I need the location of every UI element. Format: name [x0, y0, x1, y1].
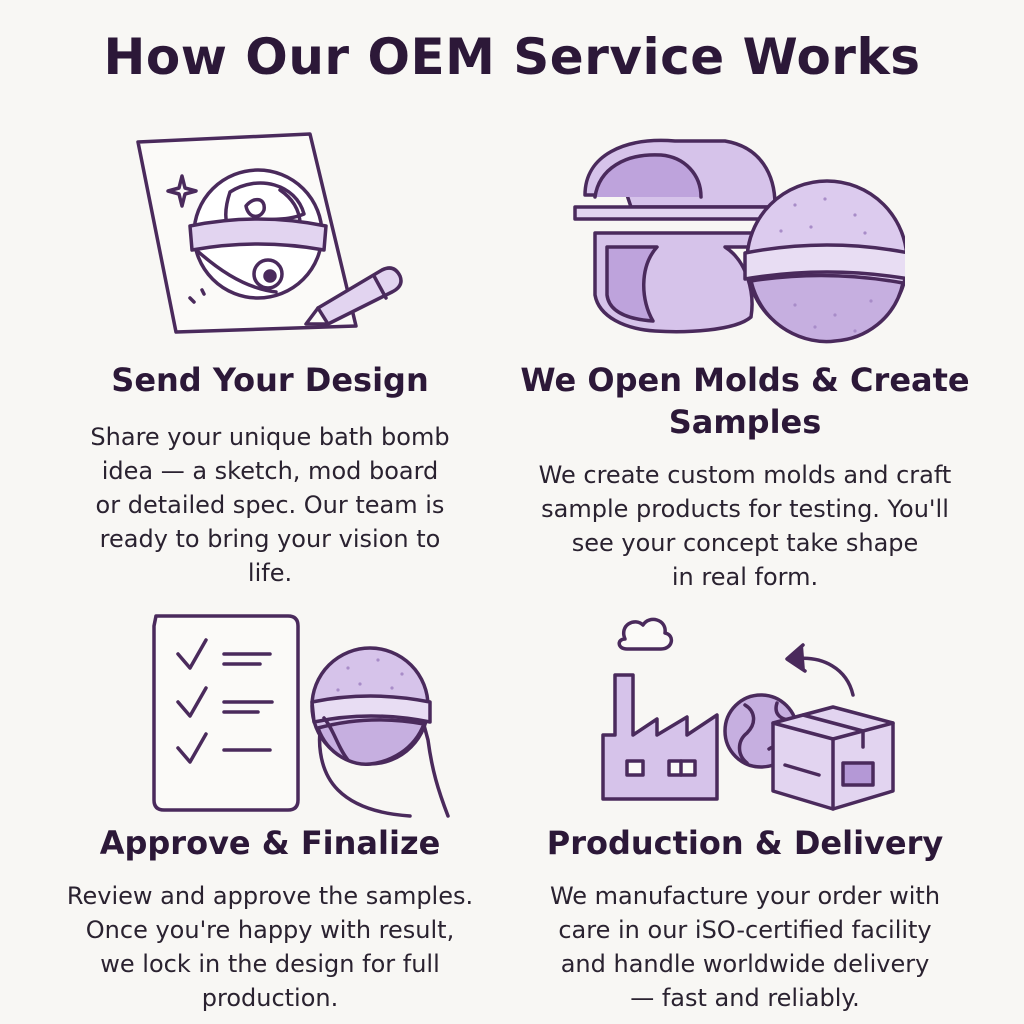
design-sketch-icon: [136, 132, 403, 334]
step-open-molds: We Open Molds & Create Samples We create…: [505, 120, 985, 600]
mold-sample-icon: [573, 138, 905, 344]
factory-delivery-icon: [601, 617, 895, 811]
step-description: We manufacture your order with care in o…: [549, 882, 941, 1013]
step-title: Send Your Design: [111, 361, 429, 399]
step-description: Review and approve the samples. Once you…: [66, 882, 474, 1013]
step-description: Share your unique bath bomb idea — a ske…: [90, 423, 450, 588]
step-title: Production & Delivery: [546, 824, 944, 862]
step-send-design: Send Your Design Share your unique bath …: [30, 120, 510, 600]
step-production-delivery: Production & Delivery We manufacture you…: [505, 605, 985, 1020]
checklist-approval-icon: [152, 614, 450, 818]
step-title: Approve & Finalize: [99, 824, 441, 862]
step-description: We create custom molds and craft sample …: [538, 461, 952, 592]
page-title: How Our OEM Service Works: [103, 28, 921, 86]
step-approve-finalize: Approve & Finalize Review and approve th…: [30, 605, 510, 1020]
step-title: We Open Molds & Create Samples: [520, 361, 970, 441]
